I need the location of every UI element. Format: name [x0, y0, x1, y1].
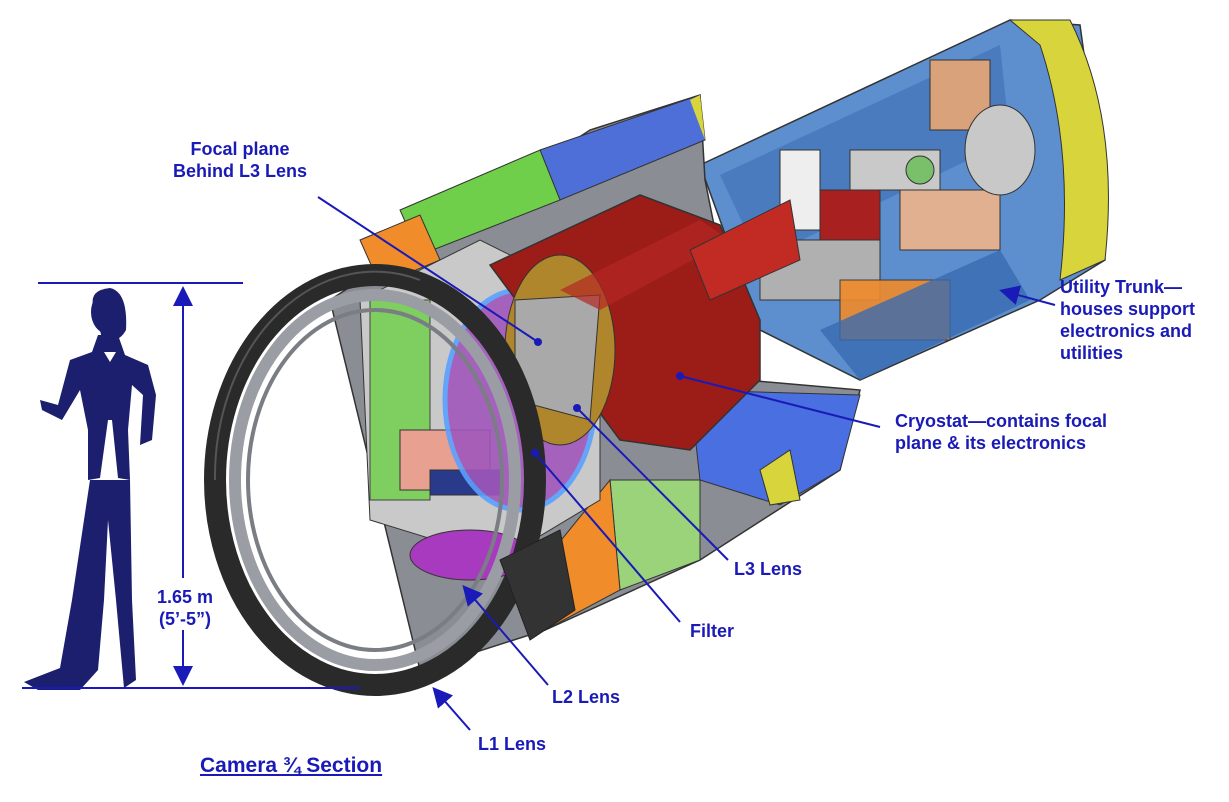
l2-lens-label: L2 Lens [552, 687, 621, 707]
height-label: 1.65 m (5’-5”) [150, 586, 220, 630]
leader-lines [317, 196, 1056, 731]
cryostat [488, 194, 801, 451]
utility-trunk [699, 19, 1109, 381]
l1-lens-label: L1 Lens [478, 734, 547, 754]
utility-trunk-label-line3: electronics and [1060, 321, 1193, 341]
focal-plane-label-line1: Focal plane [190, 139, 290, 159]
filter-label: Filter [690, 621, 735, 641]
diagram-caption: Camera ¾ Section [200, 754, 383, 777]
person-silhouette [24, 288, 156, 690]
cryostat-label-line2: plane & its electronics [895, 433, 1087, 453]
height-label-imperial: (5’-5”) [158, 609, 211, 629]
l2-lens-leader [462, 584, 549, 686]
utility-trunk-label-line2: houses support [1060, 299, 1196, 319]
height-dimension [22, 282, 360, 689]
utility-trunk-label-line1: Utility Trunk— [1060, 277, 1183, 297]
cryostat-label-line1: Cryostat—contains focal [895, 411, 1108, 431]
l1-lens-leader [432, 686, 471, 731]
filter-leader [534, 452, 681, 623]
utility-trunk-label-line4: utilities [1060, 343, 1124, 363]
utility-trunk-leader [999, 285, 1056, 306]
cryostat-leader [679, 375, 881, 428]
focal-plane-label-line2: Behind L3 Lens [172, 161, 307, 181]
focal-plane-leader [317, 196, 539, 343]
camera-front-rim [204, 264, 576, 696]
utility-trunk-label: Utility Trunk— houses support electronic… [1060, 276, 1195, 364]
height-label-metric: 1.65 m [156, 587, 214, 607]
focal-plane-label: Focal plane Behind L3 Lens [150, 138, 330, 182]
l3-lens-label: L3 Lens [734, 559, 803, 579]
cryostat-label: Cryostat—contains focal plane & its elec… [895, 410, 1107, 454]
l3-lens-leader [576, 407, 729, 561]
